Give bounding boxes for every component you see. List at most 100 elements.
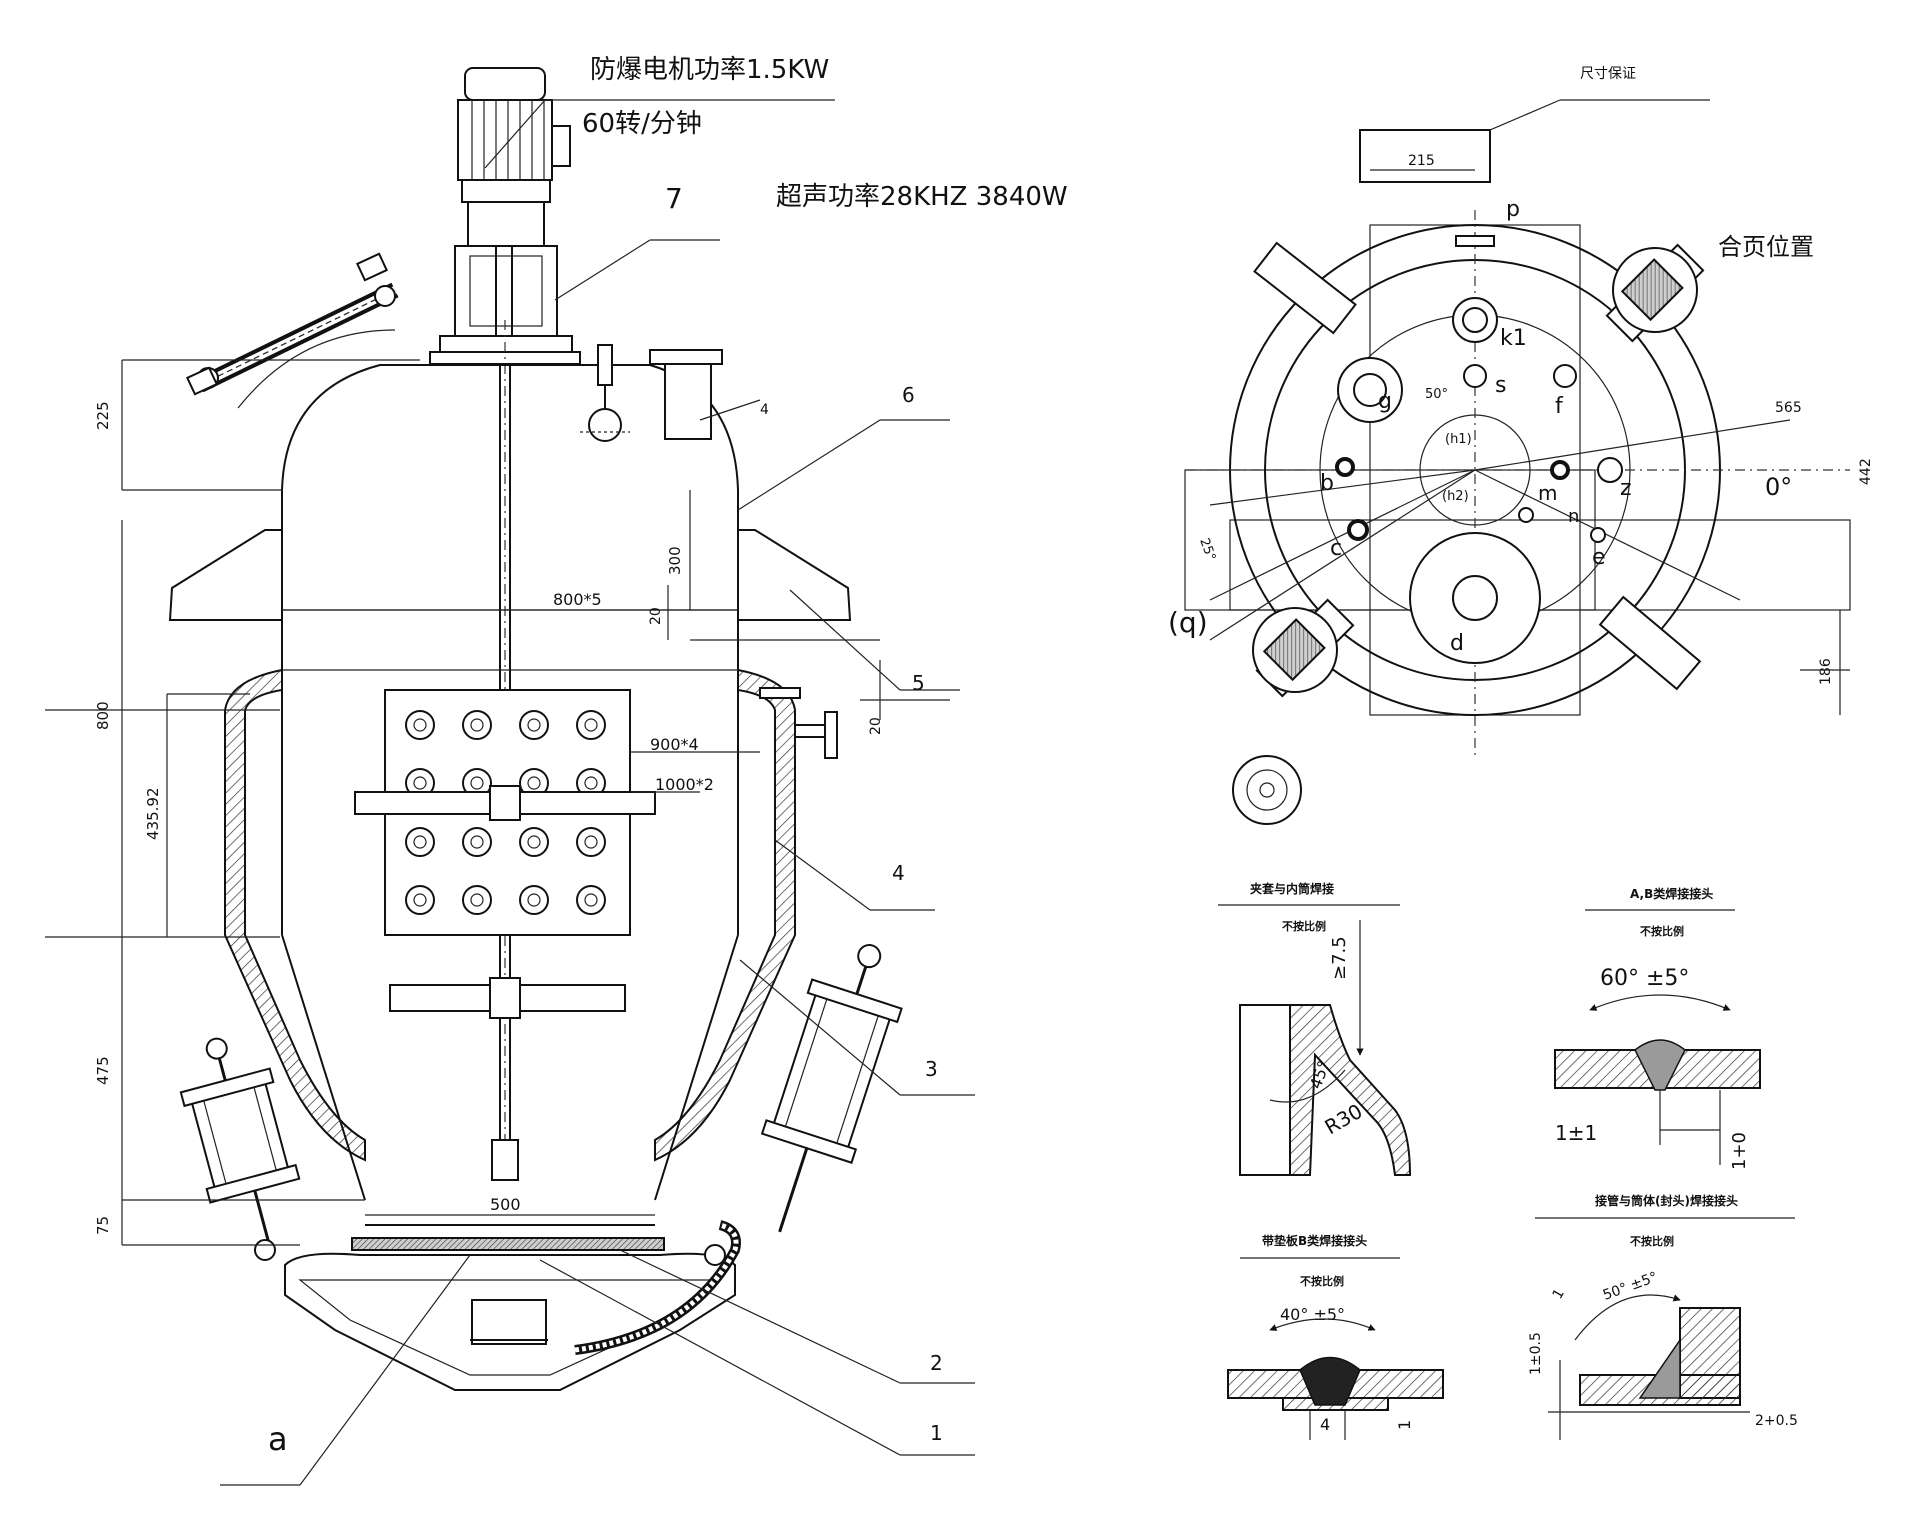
- plan-view: 尺寸保证 215 合页位置 p k1: [1168, 66, 1874, 825]
- svg-text:k1: k1: [1500, 326, 1527, 351]
- svg-text:1±1: 1±1: [1555, 1121, 1597, 1145]
- detail-ab-weld: A,B类焊接接头 不按比例 60° ±5° 1±1 1+0: [1554, 886, 1761, 1170]
- bottom-valve: [471, 1299, 547, 1345]
- sight-lamp: [580, 344, 630, 442]
- flange-detail: [1232, 755, 1302, 825]
- svg-text:20: 20: [648, 607, 664, 625]
- svg-text:b: b: [1320, 471, 1334, 496]
- svg-text:186: 186: [1818, 658, 1834, 685]
- callout-2: 2: [930, 1351, 943, 1375]
- svg-text:n: n: [1568, 506, 1579, 527]
- svg-text:20: 20: [868, 717, 884, 735]
- svg-text:接管与筒体(封头)焊接接头: 接管与筒体(封头)焊接接头: [1595, 1193, 1738, 1208]
- svg-text:不按比例: 不按比例: [1630, 1234, 1674, 1248]
- transducer-element: [519, 885, 549, 915]
- top-head: [281, 364, 739, 491]
- hydraulic-cylinder-right: [760, 944, 903, 1233]
- svg-text:不按比例: 不按比例: [1640, 924, 1684, 938]
- svg-text:800*5: 800*5: [553, 590, 602, 609]
- svg-text:225: 225: [94, 401, 112, 430]
- callout-7: 7: [665, 182, 683, 215]
- svg-text:c: c: [1330, 536, 1342, 561]
- svg-text:475: 475: [94, 1056, 112, 1085]
- svg-text:d: d: [1450, 631, 1464, 656]
- callout-3: 3: [925, 1057, 938, 1081]
- manhole-cover: [185, 252, 399, 409]
- filter-plate: [351, 1237, 665, 1251]
- side-nozzle: [759, 687, 838, 759]
- svg-text:60° ±5°: 60° ±5°: [1600, 966, 1689, 991]
- callout-4: 4: [892, 861, 905, 885]
- svg-text:0°: 0°: [1765, 473, 1792, 501]
- transducer-element: [519, 710, 549, 740]
- agitator-blade-bottom: [491, 1139, 519, 1181]
- svg-text:不按比例: 不按比例: [1282, 919, 1326, 933]
- svg-text:442: 442: [1858, 458, 1874, 485]
- svg-text:1: 1: [1395, 1420, 1414, 1430]
- svg-text:500: 500: [490, 1195, 521, 1214]
- support-lug-right: [737, 529, 852, 621]
- svg-text:75: 75: [94, 1216, 112, 1235]
- detail-backing-weld: 带垫板B类焊接接头 不按比例 40° ±5° 4 1: [1227, 1233, 1444, 1440]
- transducer-element: [576, 710, 606, 740]
- svg-text:300: 300: [666, 546, 684, 575]
- hydraulic-cylinder-left: [179, 1037, 301, 1247]
- svg-text:f: f: [1555, 394, 1564, 419]
- size-guarantee-block: [1359, 129, 1491, 183]
- svg-text:s: s: [1495, 373, 1506, 398]
- svg-text:1+0: 1+0: [1729, 1132, 1750, 1170]
- svg-text:R30: R30: [1321, 1099, 1367, 1139]
- motor-speed-label: 60转/分钟: [582, 109, 702, 139]
- transducer-element: [462, 885, 492, 915]
- svg-text:≥7.5: ≥7.5: [1329, 936, 1350, 980]
- svg-text:40° ±5°: 40° ±5°: [1280, 1305, 1345, 1324]
- transducer-element: [519, 827, 549, 857]
- svg-text:215: 215: [1408, 153, 1435, 169]
- svg-text:g: g: [1378, 389, 1392, 414]
- svg-text:p: p: [1506, 197, 1520, 222]
- elevation-view: 4: [45, 55, 1068, 1486]
- ultrasonic-power-label: 超声功率28KHZ 3840W: [776, 182, 1068, 212]
- svg-text:A,B类焊接接头: A,B类焊接接头: [1630, 886, 1713, 901]
- svg-text:m: m: [1538, 481, 1557, 505]
- detail-nozzle-weld: 接管与筒体(封头)焊接接头 不按比例 50° ±5° 1±0.5 2+0.5 1: [1528, 1193, 1798, 1440]
- svg-text:z: z: [1620, 476, 1632, 501]
- transducer-element: [405, 885, 435, 915]
- svg-text:565: 565: [1775, 400, 1802, 416]
- transducer-element: [462, 710, 492, 740]
- svg-text:夹套与内筒焊接: 夹套与内筒焊接: [1250, 881, 1334, 896]
- hinge-position-label: 合页位置: [1718, 233, 1814, 261]
- motor-power-label: 防爆电机功率1.5KW: [590, 55, 829, 85]
- transducer-element: [576, 885, 606, 915]
- svg-text:1±0.5: 1±0.5: [1528, 1332, 1544, 1375]
- svg-text:2+0.5: 2+0.5: [1755, 1413, 1798, 1429]
- transducer-element: [405, 827, 435, 857]
- transducer-element: [576, 827, 606, 857]
- transducer-element: [462, 827, 492, 857]
- callout-5: 5: [912, 671, 925, 695]
- svg-text:带垫板B类焊接接头: 带垫板B类焊接接头: [1262, 1233, 1367, 1248]
- svg-text:e: e: [1592, 545, 1606, 570]
- jacket-right: [654, 668, 796, 1162]
- detail-jacket-weld: 夹套与内筒焊接 不按比例 ≥7.5 45° R30: [1218, 881, 1412, 1176]
- view-a-label: (q): [1168, 606, 1208, 639]
- svg-text:1: 1: [1550, 1286, 1568, 1302]
- size-guarantee-label: 尺寸保证: [1580, 66, 1636, 82]
- svg-text:800: 800: [94, 701, 112, 730]
- svg-text:(h2): (h2): [1442, 489, 1469, 504]
- transducer-element: [405, 710, 435, 740]
- svg-text:(h1): (h1): [1445, 432, 1472, 447]
- explosion-proof-motor: [429, 67, 581, 365]
- svg-text:25°: 25°: [1196, 536, 1218, 563]
- svg-text:1000*2: 1000*2: [655, 775, 714, 794]
- callout-6: 6: [902, 383, 915, 407]
- svg-text:435.92: 435.92: [144, 788, 162, 841]
- callout-1: 1: [930, 1421, 943, 1445]
- jacket-left: [224, 668, 366, 1162]
- svg-text:900*4: 900*4: [650, 735, 699, 754]
- svg-text:50° ±5°: 50° ±5°: [1601, 1269, 1660, 1303]
- section-a-label: a: [268, 1420, 288, 1458]
- svg-text:4: 4: [1320, 1415, 1330, 1434]
